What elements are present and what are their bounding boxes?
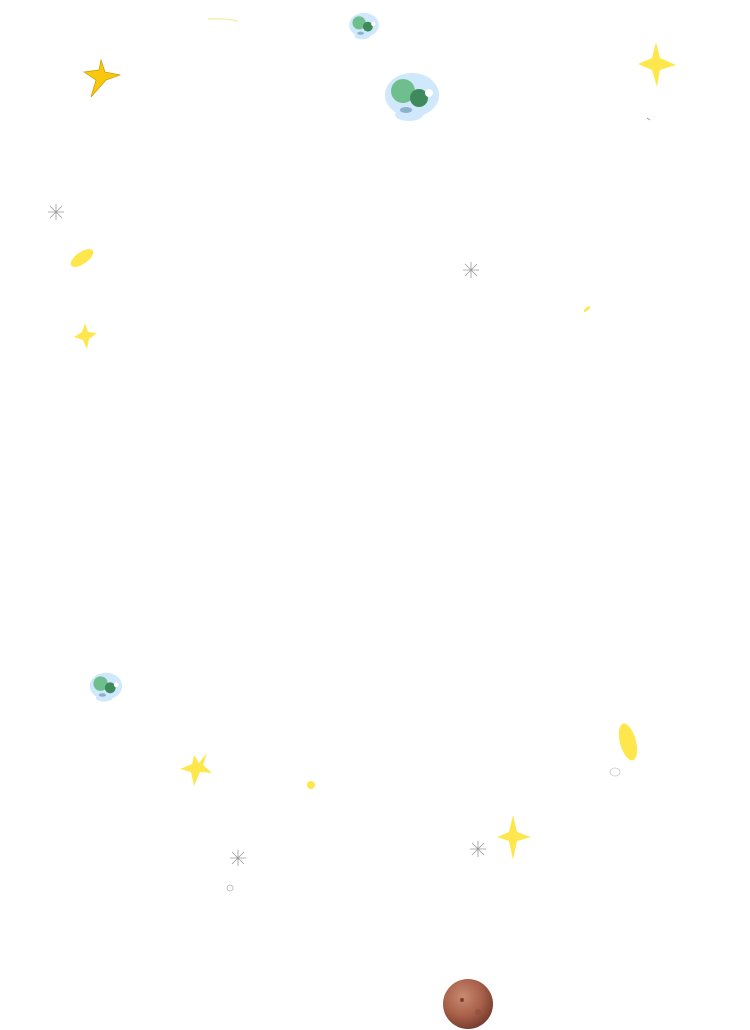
star-icon <box>497 815 531 860</box>
star-icon <box>638 42 676 87</box>
comet-icon <box>70 249 94 267</box>
comet-icon <box>583 306 591 312</box>
sparkle-icon <box>47 203 65 221</box>
speck-icon <box>646 117 651 121</box>
ring-icon <box>609 767 621 777</box>
star-icon <box>180 753 212 786</box>
comet-icon <box>618 723 638 761</box>
star-icon <box>74 323 97 349</box>
streak-icon <box>207 18 239 22</box>
star-icon <box>83 58 122 98</box>
bubble-planet-icon <box>89 672 123 702</box>
bubble-planet-icon <box>385 73 439 121</box>
sparkle-icon <box>462 261 480 279</box>
sparkle-icon <box>229 849 247 867</box>
sparkle-icon <box>469 840 487 858</box>
ring-icon <box>226 884 234 892</box>
planet-icon <box>443 979 493 1029</box>
bubble-planet-icon <box>349 12 379 40</box>
dot-icon <box>307 781 315 789</box>
